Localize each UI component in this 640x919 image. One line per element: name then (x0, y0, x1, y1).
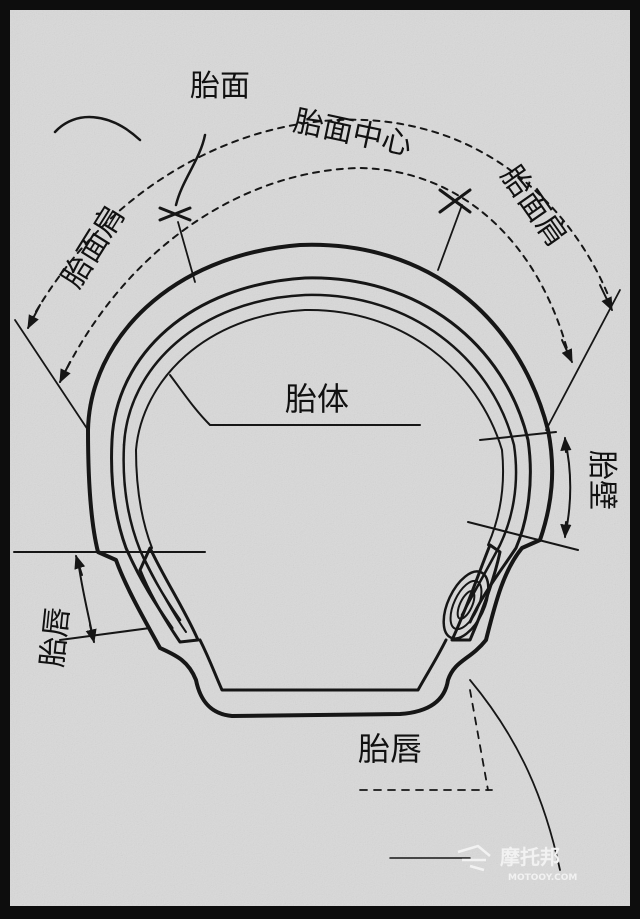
label-carcass: 胎体 (285, 380, 349, 418)
label-bead-bottom: 胎唇 (358, 730, 422, 768)
watermark-brand: 摩托邦 (500, 845, 560, 869)
label-bead-left: 胎唇 (35, 606, 76, 669)
label-sidewall: 胎壁 (584, 450, 619, 510)
label-tread: 胎面 (190, 69, 250, 104)
watermark-site: MOTOOY.COM (508, 873, 577, 883)
